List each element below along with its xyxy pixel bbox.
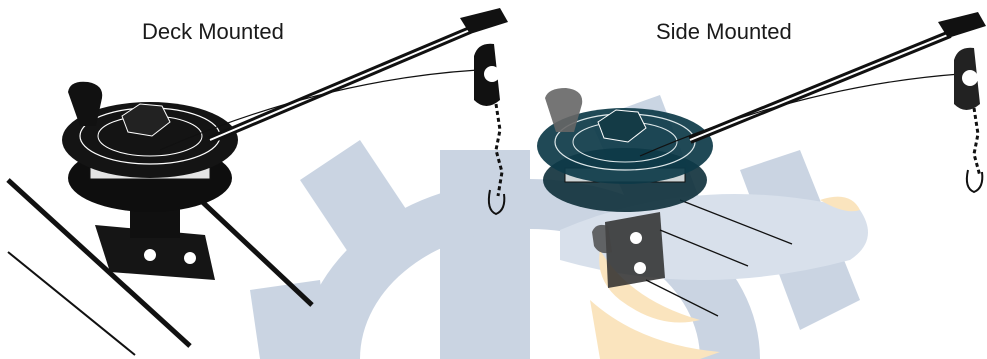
- side-mounted-label: Side Mounted: [656, 19, 792, 45]
- leader-line-2: [660, 230, 748, 266]
- deck-mounted-label: Deck Mounted: [142, 19, 284, 45]
- leader-line-3: [646, 280, 718, 316]
- side-bracket: [592, 212, 665, 288]
- leader-line-1: [680, 200, 792, 244]
